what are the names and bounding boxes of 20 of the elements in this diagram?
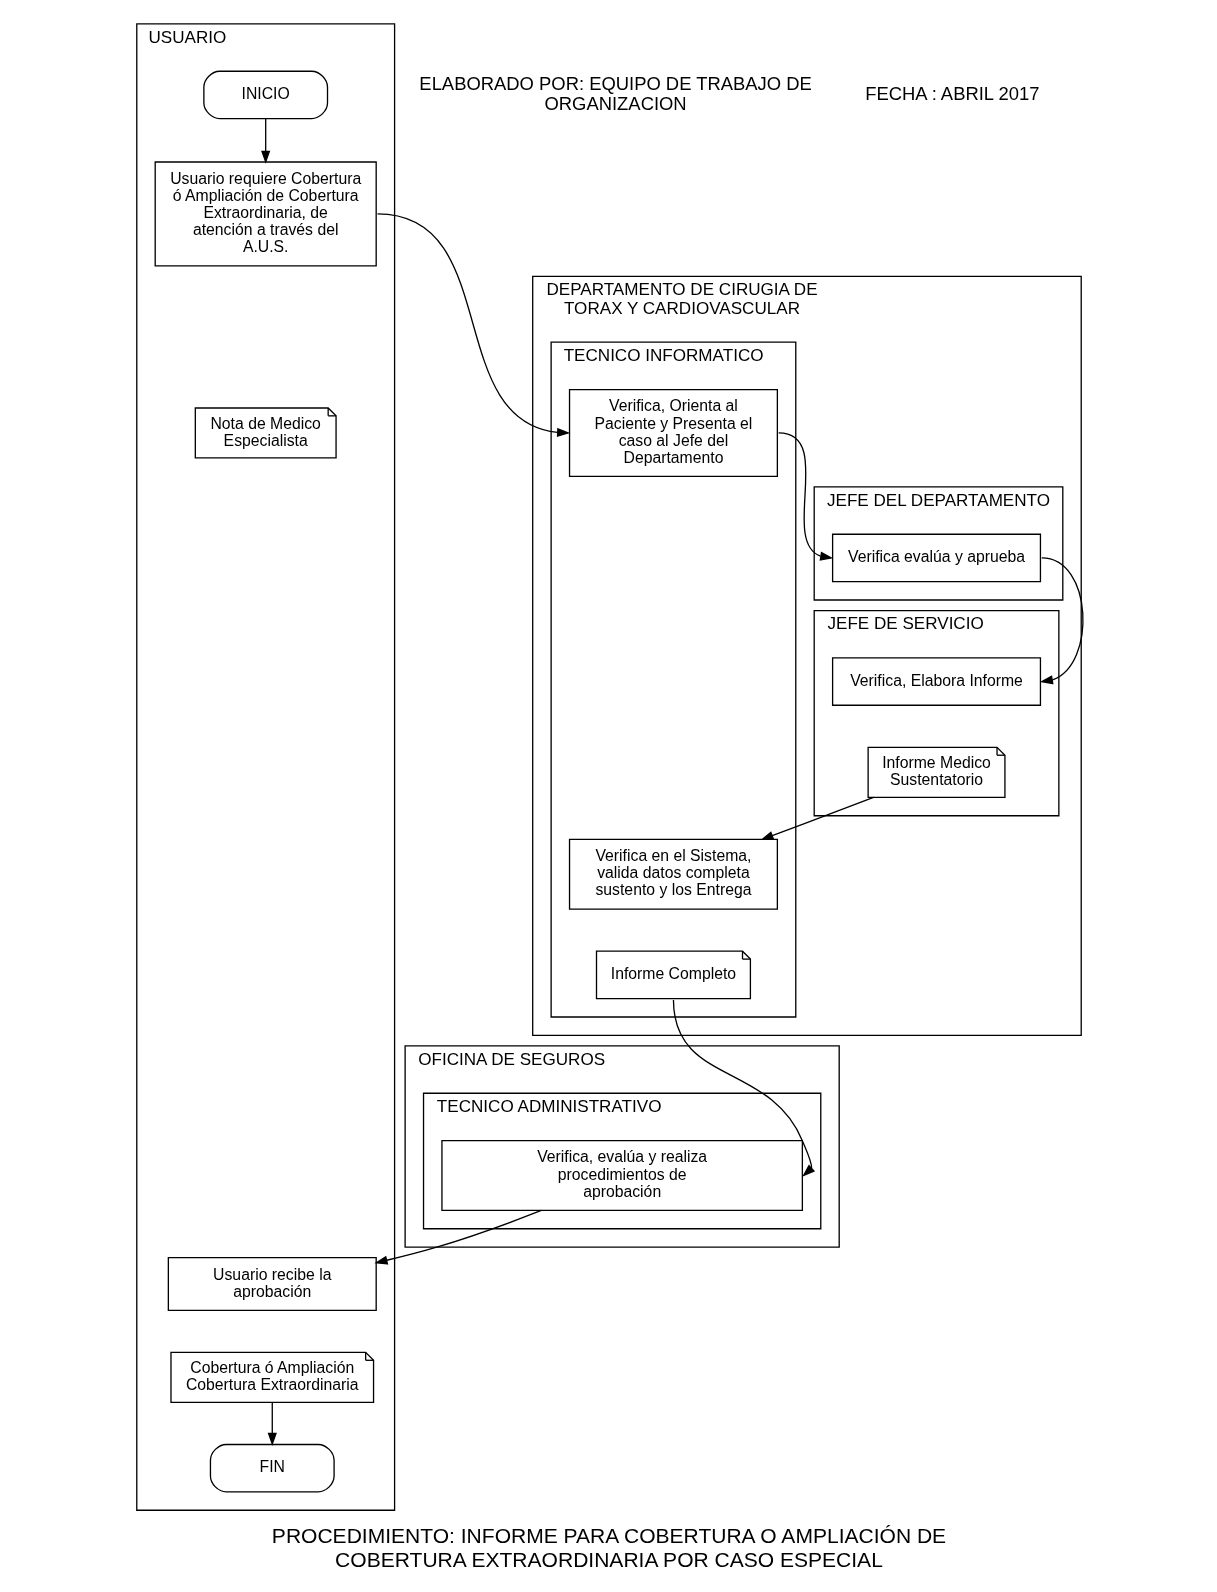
node-box: INICIO	[202, 70, 328, 120]
arrow	[373, 1209, 542, 1265]
arrow	[267, 1402, 277, 1446]
arrow	[672, 999, 815, 1177]
node-box: Usuario requiere Cobertura ó Ampliación de Cobertura Extraordinaria, de atención a través del A.U.S.	[154, 161, 377, 267]
arrow	[376, 213, 570, 437]
arrow	[260, 118, 270, 164]
arrow	[1039, 557, 1083, 685]
node-box: Verifica evalúa y aprueba	[831, 533, 1041, 583]
node-box: Verifica, Orienta al Paciente y Presenta el caso al Jefe del Departamento	[568, 388, 778, 478]
arrow	[777, 432, 833, 561]
label: FECHA : ABRIL 2017	[864, 82, 1039, 104]
node-box: Usuario recibe la aprobación	[167, 1257, 377, 1311]
arrow	[759, 796, 874, 841]
node-box: FIN	[209, 1443, 335, 1493]
label: ELABORADO POR: EQUIPO DE TRABAJO DE ORGANIZACION	[418, 72, 812, 114]
node-box: Verifica en el Sistema, valida datos completa sustento y los Entrega	[568, 838, 778, 910]
node-box: Verifica, evalúa y realiza procedimientos de aprobación	[440, 1139, 803, 1211]
diagram-title: PROCEDIMIENTO: INFORME PARA COBERTURA O AMPLIACIÓN DE COBERTURA EXTRAORDINARIA POR CASO ESPECIAL	[271, 1523, 946, 1571]
node-box: Verifica, Elabora Informe	[831, 657, 1041, 706]
